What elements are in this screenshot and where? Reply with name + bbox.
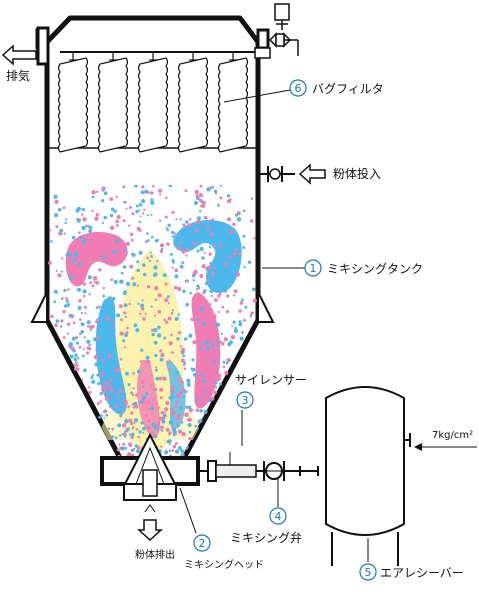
callout-leaders [179,89,369,562]
air-receiver: 7kg/cm² [325,386,477,566]
powder-input-port: 粉体投入 [258,163,381,185]
output-arrow-icon [137,519,163,542]
svg-text:5: 5 [365,566,372,579]
pulse-valve [268,3,299,56]
callout-5: 5 エアレシーバー [359,563,464,581]
silencer [215,464,257,478]
callout-3: サイレンサー 3 [235,373,307,409]
mixing-valve-label: ミキシング弁 [230,530,302,545]
callout-2: 2 ミキシングヘッド [184,534,264,571]
callout-1: 1 ミキシングタンク [304,259,423,277]
exhaust-label: 排気 [6,68,30,83]
air-inlet-arrow-icon [414,443,422,451]
filter-bag [97,57,129,153]
powder-output-label: 粉体排出 [135,548,175,561]
silencer-label: サイレンサー [235,373,307,387]
callout-6: 6 バグフィルタ [289,79,384,97]
callout-4: 4 ミキシング弁 [230,507,302,545]
filter-bag [177,57,209,153]
filter-bag [137,57,169,153]
svg-text:1: 1 [310,262,317,275]
svg-text:3: 3 [242,394,249,407]
bag-filter-label: バグフィルタ [312,82,384,96]
powder-mix [48,185,257,460]
filter-bag [57,57,89,153]
silencer-pipe [198,452,319,482]
powder-input-label: 粉体投入 [333,166,381,181]
exhaust-port: 排気 [1,26,50,83]
svg-text:6: 6 [295,82,302,95]
svg-text:2: 2 [199,537,206,550]
input-arrow-icon [298,163,326,185]
mixing-head: 粉体排出 [100,432,200,561]
filter-bag [217,57,249,153]
exhaust-arrow-icon [1,44,37,66]
mixing-head-label: ミキシングヘッド [184,558,264,571]
mixing-tank-label: ミキシングタンク [327,262,423,276]
air-receiver-label: エアレシーバー [380,566,464,580]
bag-filter [47,47,271,153]
pressure-label: 7kg/cm² [432,430,473,441]
svg-text:4: 4 [275,510,282,523]
